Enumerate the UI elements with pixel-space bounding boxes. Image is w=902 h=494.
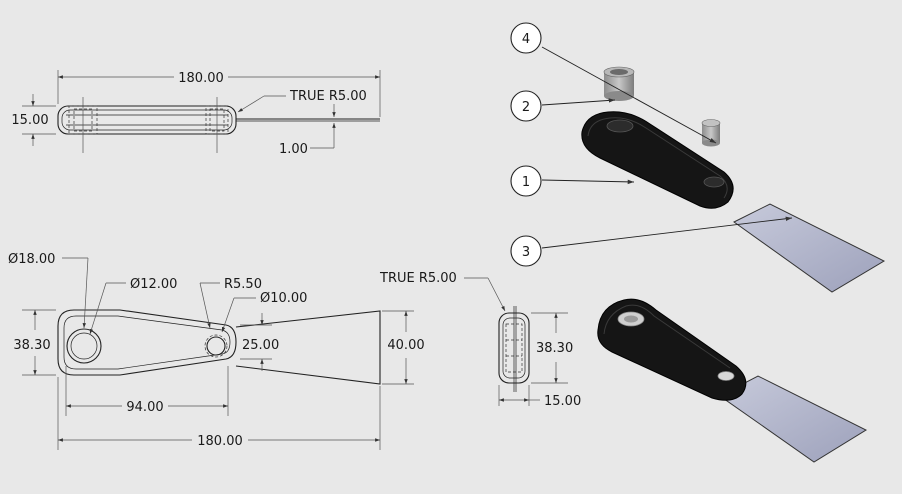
exploded-blade — [733, 203, 886, 293]
balloon-1: 1 — [510, 165, 542, 197]
front-small-hole-label: Ø10.00 — [260, 291, 307, 306]
assembled-pin — [717, 371, 735, 381]
top-width-label: 15.00 — [11, 113, 48, 128]
front-small-radius-label: R5.50 — [224, 277, 262, 292]
svg-text:4: 4 — [522, 32, 530, 47]
front-id-label: Ø12.00 — [130, 277, 177, 292]
front-view-blade — [235, 310, 381, 385]
assembled-handle — [597, 298, 747, 401]
exploded-view: 4 2 1 3 — [510, 22, 886, 293]
side-radius-label: TRUE R5.00 — [379, 271, 457, 286]
front-right-height-label: 25.00 — [242, 338, 279, 353]
front-view: Ø18.00 Ø12.00 R5.50 Ø10.00 38.30 25.00 4… — [8, 252, 425, 450]
front-hole-spacing-label: 94.00 — [126, 400, 163, 415]
top-length-label: 180.00 — [178, 71, 224, 86]
assembled-view — [597, 298, 868, 463]
top-radius-label: TRUE R5.00 — [289, 89, 367, 104]
svg-text:3: 3 — [522, 245, 530, 260]
exploded-pin — [701, 119, 721, 147]
top-view-handle — [57, 105, 237, 135]
side-view: TRUE R5.00 38.30 15.00 — [379, 271, 581, 409]
front-od-label: Ø18.00 — [8, 252, 55, 267]
balloon-4: 4 — [510, 22, 542, 54]
front-length-label: 180.00 — [197, 434, 243, 449]
side-height-label: 38.30 — [536, 341, 573, 356]
balloon-3: 3 — [510, 235, 542, 267]
front-blade-width-label: 40.00 — [387, 338, 424, 353]
front-left-height-label: 38.30 — [13, 338, 50, 353]
svg-text:1: 1 — [522, 175, 530, 190]
side-thickness-label: 15.00 — [544, 394, 581, 409]
exploded-handle — [581, 111, 734, 209]
balloon-2: 2 — [510, 90, 542, 122]
front-view-handle — [57, 309, 237, 376]
top-thickness-label: 1.00 — [279, 142, 308, 157]
svg-text:2: 2 — [522, 100, 530, 115]
top-view: 180.00 15.00 TRUE R5.00 1.00 — [11, 70, 381, 157]
